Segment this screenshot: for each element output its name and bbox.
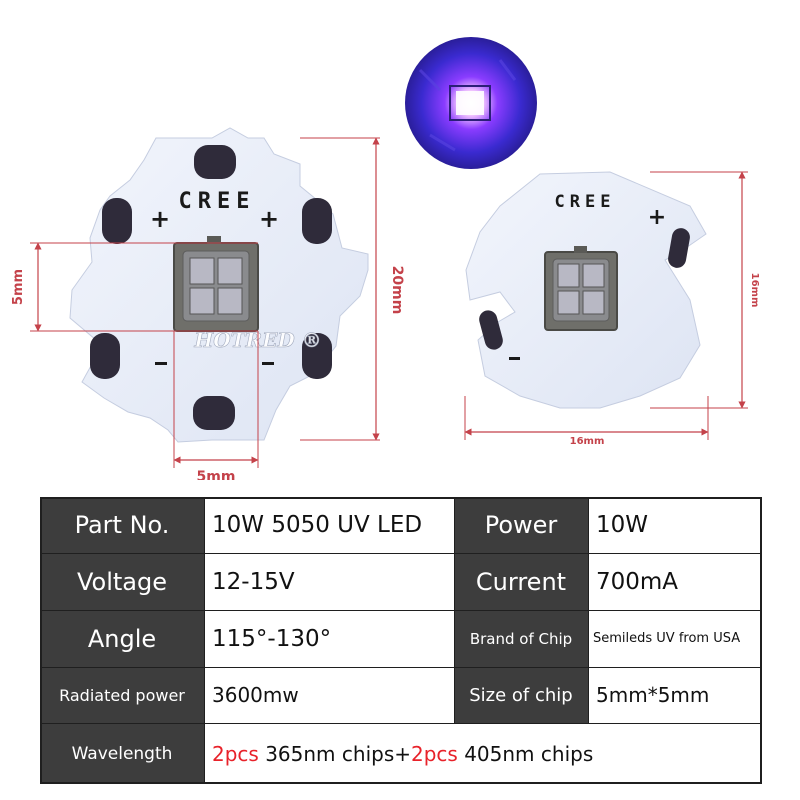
product-photo: CREE + + HOTRED ® 5mm 5mm 20mm [11,37,760,480]
wavelength-label: Wavelength [40,723,204,784]
wavelength-value: 2pcs 365nm chips+2pcs 405nm chips [204,723,762,784]
row-divider [40,723,762,724]
row-divider [40,610,762,611]
part-no-value: 10W 5050 UV LED [204,497,454,553]
star-board-20mm: CREE + + HOTRED ® [69,127,369,443]
wavelength-part-1: 365nm chips+ [258,741,411,766]
angle-label: Angle [40,610,204,667]
round-board-minus [509,357,520,360]
star-board-size-label: 20mm [389,266,405,315]
round-board-plus: + [648,205,666,230]
table-border-right [760,497,762,784]
column-divider [588,497,589,723]
star-board-plus-left: + [150,205,170,233]
table-border-top [40,497,762,499]
round-board-width-label: 16mm [570,436,605,447]
chip-width-label: 5mm [197,469,236,480]
current-value: 700mA [588,553,762,610]
table-border-left [40,497,42,784]
part-no-label: Part No. [40,497,204,553]
chip-height-label: 5mm [11,269,26,305]
column-divider [204,497,205,784]
row-divider [40,553,762,554]
round-board-height-label: 16mm [749,273,760,308]
current-label: Current [454,553,588,610]
wavelength-part-2: 405nm chips [457,741,594,766]
round-board-marking: CREE [555,192,616,212]
star-board-minus-left [155,362,167,365]
star-board-dimensions: 5mm 5mm 20mm [11,137,405,480]
brand-of-chip-label: Brand of Chip [454,610,588,667]
star-board-minus-right [262,362,274,365]
voltage-label: Voltage [40,553,204,610]
wavelength-qty-2: 2pcs [411,741,458,766]
power-label: Power [454,497,588,553]
radiated-power-value: 3600mw [204,667,454,723]
column-divider [454,497,455,723]
round-board-dimensions: 16mm 16mm [464,171,760,447]
star-board-plus-right: + [259,205,279,233]
power-value: 10W [588,497,762,553]
row-divider [40,667,762,668]
voltage-value: 12-15V [204,553,454,610]
table-border-bottom [40,782,762,784]
wavelength-qty-1: 2pcs [212,741,259,766]
size-of-chip-label: Size of chip [454,667,588,723]
round-board-16mm: CREE + [465,171,707,409]
star-board-marking: CREE [179,189,256,214]
led-chip-round [544,246,618,331]
brand-of-chip-value: Semileds UV from USA [588,610,762,667]
size-of-chip-value: 5mm*5mm [588,667,762,723]
angle-value: 115°-130° [204,610,454,667]
radiated-power-label: Radiated power [40,667,204,723]
led-chip-star [173,236,259,332]
spec-table: Part No. 10W 5050 UV LED Power 10W Volta… [40,497,762,784]
uv-glow-photo [405,37,537,169]
